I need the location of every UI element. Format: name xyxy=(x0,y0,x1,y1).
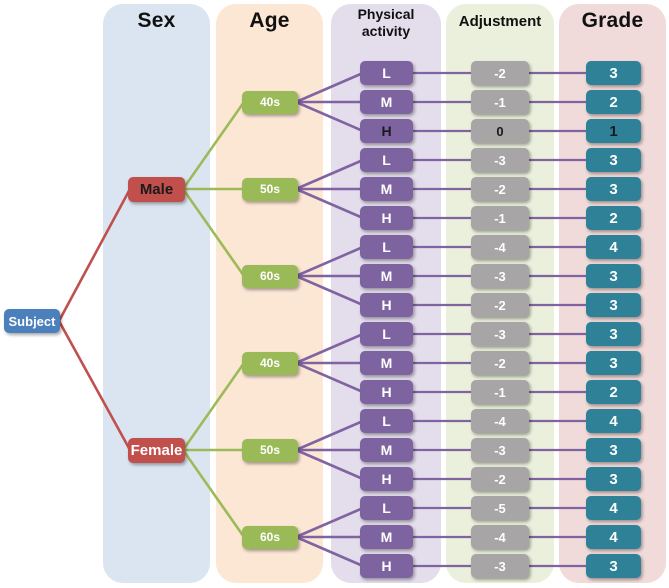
column-header-adjustment: Adjustment xyxy=(458,13,542,30)
adjustment-node: -1 xyxy=(471,90,529,114)
sex-node: Male xyxy=(128,176,185,202)
grade-node: 2 xyxy=(586,380,641,404)
connector-line xyxy=(294,448,365,481)
activity-node: L xyxy=(360,496,413,520)
connector-line xyxy=(181,361,246,452)
grade-node: 4 xyxy=(586,496,641,520)
grade-node: 3 xyxy=(586,293,641,317)
adjustment-node: -3 xyxy=(471,264,529,288)
connector-line xyxy=(294,71,365,104)
age-node: 60s xyxy=(242,264,298,288)
activity-node: H xyxy=(360,380,413,404)
adjustment-node: -5 xyxy=(471,496,529,520)
activity-node: L xyxy=(360,235,413,259)
activity-node: L xyxy=(360,322,413,346)
adjustment-node: -2 xyxy=(471,61,529,85)
column-header-sex: Sex xyxy=(137,9,176,32)
column-header-grade: Grade xyxy=(581,9,644,32)
grade-node: 3 xyxy=(586,177,641,201)
activity-node: M xyxy=(360,351,413,375)
activity-node: H xyxy=(360,467,413,491)
adjustment-node: -1 xyxy=(471,206,529,230)
age-node: 60s xyxy=(242,525,298,549)
connector-line xyxy=(294,419,365,452)
connector-line xyxy=(294,100,365,133)
grade-node: 3 xyxy=(586,148,641,172)
column-header-age: Age xyxy=(249,9,290,32)
grade-node: 3 xyxy=(586,61,641,85)
activity-node: L xyxy=(360,148,413,172)
adjustment-node: -4 xyxy=(471,235,529,259)
adjustment-node: -2 xyxy=(471,293,529,317)
connector-line xyxy=(181,100,246,191)
connector-line xyxy=(57,187,132,323)
column-header-physical-activity: Physical activity xyxy=(357,6,415,39)
grade-node: 3 xyxy=(586,438,641,462)
adjustment-node: -2 xyxy=(471,467,529,491)
connector-line xyxy=(294,332,365,365)
activity-node: H xyxy=(360,119,413,143)
age-node: 50s xyxy=(242,177,298,201)
grade-node: 3 xyxy=(586,554,641,578)
adjustment-node: -3 xyxy=(471,148,529,172)
grade-node: 4 xyxy=(586,235,641,259)
connector-line xyxy=(294,506,365,539)
subject-node: Subject xyxy=(4,309,60,333)
band-sex xyxy=(103,4,210,583)
age-node: 50s xyxy=(242,438,298,462)
activity-node: L xyxy=(360,61,413,85)
adjustment-node: -2 xyxy=(471,177,529,201)
activity-node: M xyxy=(360,525,413,549)
grade-node: 2 xyxy=(586,90,641,114)
grade-node: 3 xyxy=(586,264,641,288)
connector-line xyxy=(294,158,365,191)
connector-line xyxy=(294,535,365,568)
activity-node: M xyxy=(360,90,413,114)
age-node: 40s xyxy=(242,90,298,114)
activity-node: H xyxy=(360,293,413,317)
activity-node: L xyxy=(360,409,413,433)
activity-node: H xyxy=(360,206,413,230)
activity-node: M xyxy=(360,177,413,201)
adjustment-node: -2 xyxy=(471,351,529,375)
connector-line xyxy=(294,361,365,394)
adjustment-node: -4 xyxy=(471,409,529,433)
adjustment-node: -3 xyxy=(471,554,529,578)
grade-node: 2 xyxy=(586,206,641,230)
connector-line xyxy=(294,274,365,307)
connector-line xyxy=(181,448,246,539)
adjustment-node: 0 xyxy=(471,119,529,143)
activity-node: H xyxy=(360,554,413,578)
grade-node: 3 xyxy=(586,467,641,491)
connector-line xyxy=(294,245,365,278)
grade-node: 3 xyxy=(586,351,641,375)
adjustment-node: -1 xyxy=(471,380,529,404)
grade-node: 1 xyxy=(586,119,641,143)
connector-line xyxy=(57,319,132,452)
adjustment-node: -3 xyxy=(471,438,529,462)
connector-line xyxy=(294,187,365,220)
age-node: 40s xyxy=(242,351,298,375)
grade-node: 3 xyxy=(586,322,641,346)
activity-node: M xyxy=(360,264,413,288)
connector-line xyxy=(181,187,246,278)
sex-node: Female xyxy=(128,437,185,463)
grade-node: 4 xyxy=(586,409,641,433)
adjustment-node: -4 xyxy=(471,525,529,549)
activity-node: M xyxy=(360,438,413,462)
grade-node: 4 xyxy=(586,525,641,549)
adjustment-node: -3 xyxy=(471,322,529,346)
